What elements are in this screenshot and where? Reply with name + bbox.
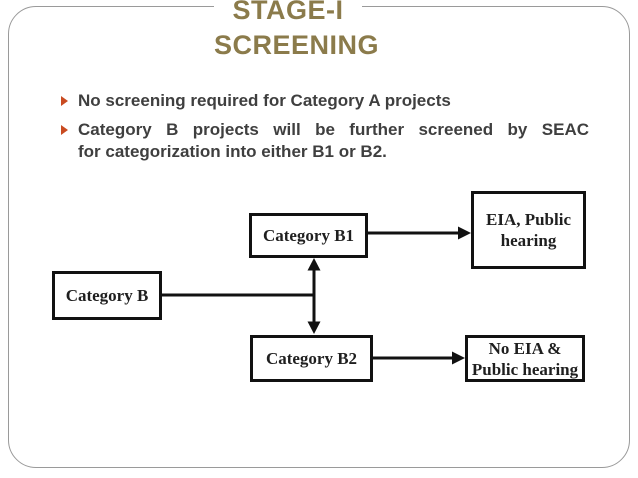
node-label: Category B2: [265, 349, 358, 368]
node-label-line-2: Public hearing: [471, 359, 579, 379]
bullet-item-2: Category B projects will be further scre…: [61, 119, 591, 163]
node-category-b1: Category B1: [249, 213, 368, 258]
node-category-b: Category B: [52, 271, 162, 320]
bullet-text-line-1: Category B projects will be further scre…: [78, 120, 589, 139]
node-label-line-2: hearing: [500, 231, 557, 250]
bullet-text: Category B projects will be further scre…: [78, 119, 589, 163]
slide-title-line-2: SCREENING: [214, 30, 380, 60]
bullet-list: No screening required for Category A pro…: [61, 90, 591, 170]
bullet-arrow-icon: [61, 96, 68, 106]
node-label-line-1: EIA, Public: [485, 210, 572, 229]
node-category-b2: Category B2: [250, 335, 373, 382]
node-no-eia-public-hearing: No EIA & Public hearing: [465, 335, 585, 382]
bullet-arrow-icon: [61, 125, 68, 135]
node-eia-public-hearing: EIA, Public hearing: [471, 191, 586, 269]
node-label-line-1: No EIA &: [488, 338, 562, 358]
bullet-text: No screening required for Category A pro…: [78, 91, 451, 110]
slide-title-line-1: STAGE-I: [232, 0, 344, 25]
bullet-item-1: No screening required for Category A pro…: [61, 90, 591, 112]
node-label: Category B1: [262, 226, 355, 245]
slide-title: STAGE-I SCREENING: [214, 0, 380, 63]
bullet-text-line-2: for categorization into either B1 or B2.: [78, 142, 387, 161]
node-label: Category B: [65, 286, 149, 305]
